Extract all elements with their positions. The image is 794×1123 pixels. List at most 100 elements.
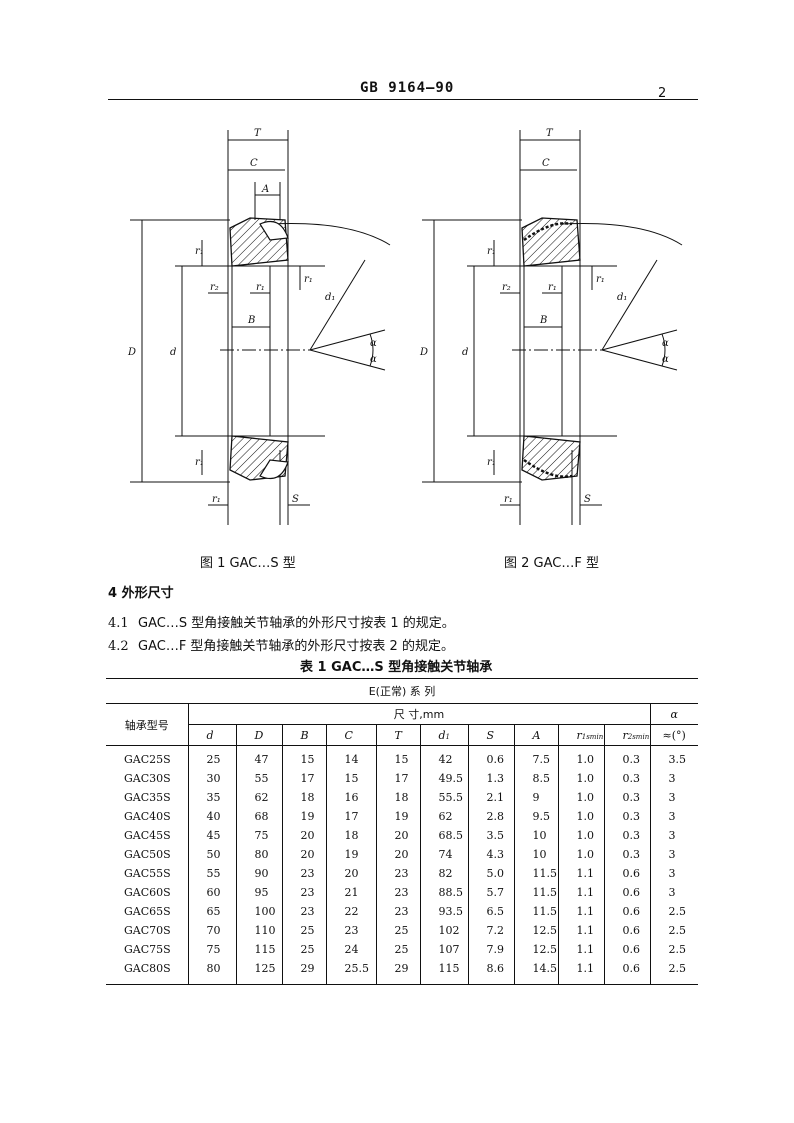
model-cell: GAC40S [106,807,189,826]
value-cell: 22 [326,902,377,921]
value-cell: 17 [376,769,421,788]
value-cell: 20 [326,864,377,883]
fig2-label-r1-top: r₁ [487,246,496,257]
fig1-label-S: S [292,494,299,505]
model-cell: GAC75S [106,940,189,959]
fig1-label-B: B [247,315,255,326]
value-cell: 1.1 [558,883,605,902]
fig1-label-r2: r₂ [210,282,219,293]
value-cell: 65 [188,902,237,921]
value-cell: 3 [668,829,676,842]
value-cell: 19 [282,807,327,826]
fig1-label-r1-right: r₁ [304,274,313,285]
value-cell: 1.3 [468,769,515,788]
value-cell: 7.2 [468,921,515,940]
value-cell: 11.5 [514,864,559,883]
value-cell: 11.5 [514,902,559,921]
value-cell: 1.0 [558,769,605,788]
figure-2-drawing: T C B D d r₁ r₂ r₁ r₁ d₁ α α r₁ r₁ S [419,128,683,525]
value-cell: 70 [188,921,237,940]
fig2-label-T: T [546,128,554,139]
value-cell: 0.3 [604,826,651,845]
value-cell: 18 [282,788,327,807]
fig1-label-alpha-1: α [370,338,377,349]
col-header-S: S [468,724,515,746]
value-cell: 21 [326,883,377,902]
model-cell: GAC45S [106,826,189,845]
value-cell: 12.5 [514,940,559,959]
value-cell: 75 [188,940,237,959]
value-cell: 15 [282,745,327,769]
header-rule [108,99,698,100]
model-cell: GAC55S [106,864,189,883]
value-cell: 9.5 [514,807,559,826]
col-header-T: T [376,724,421,746]
value-cell: 20 [376,845,421,864]
fig2-label-d1: d₁ [617,292,627,303]
value-cell: 18 [326,826,377,845]
dimension-table: E(正常) 系 列 轴承型号 尺 寸,mm α d D B C T d1 S A… [106,678,698,985]
alpha-unit-header: ≈(°) [650,724,698,746]
value-cell: 1.0 [558,845,605,864]
value-cell: 3 [668,791,676,804]
fig2-label-r1-base: r₁ [504,494,513,505]
value-cell: 7.9 [468,940,515,959]
model-cell: GAC30S [106,769,189,788]
value-cell: 0.3 [604,769,651,788]
fig1-label-r1-top: r₁ [195,246,204,257]
value-cell: 2.1 [468,788,515,807]
alpha-header: α [650,703,698,725]
value-cell: 1.0 [558,788,605,807]
value-cell: 10 [514,826,559,845]
value-cell: 17 [326,807,377,826]
col-header-d1: d1 [420,724,469,746]
value-cell: 25 [376,940,421,959]
value-cell: 2.5 [668,943,687,956]
value-cell: 25 [376,921,421,940]
paragraph-text: GAC…S 型角接触关节轴承的外形尺寸按表 1 的规定。 [138,616,455,631]
value-cell: 82 [420,864,469,883]
value-cell: 29 [376,959,421,985]
value-cell: 47 [236,745,283,769]
fig1-label-r1-bottom: r₁ [195,457,204,468]
table-title: 表 1 GAC…S 型角接触关节轴承 [300,660,493,675]
value-cell: 23 [376,883,421,902]
value-cell: 35 [188,788,237,807]
section-heading: 4 外形尺寸 [108,586,174,601]
value-cell: 19 [376,807,421,826]
value-cell: 0.6 [604,864,651,883]
value-cell: 125 [236,959,283,985]
value-cell: 0.6 [468,745,515,769]
fig2-label-r1-mid: r₁ [548,282,557,293]
col-header-A: A [514,724,559,746]
value-cell: 0.6 [604,959,651,985]
value-cell: 95 [236,883,283,902]
value-cell: 2.5 [668,905,687,918]
model-cell: GAC50S [106,845,189,864]
fig1-label-r1-mid: r₁ [256,282,265,293]
series-header: E(正常) 系 列 [106,678,698,704]
value-cell: 115 [420,959,469,985]
value-cell: 80 [188,959,237,985]
value-cell: 2.5 [668,924,687,937]
value-cell: 3 [668,772,676,785]
fig1-label-D: D [127,347,136,358]
fig1-label-T: T [254,128,262,139]
value-cell: 3.5 [468,826,515,845]
value-cell: 62 [420,807,469,826]
col-header-D: D [236,724,283,746]
figure-1-caption: 图 1 GAC…S 型 [200,556,296,571]
model-cell: GAC65S [106,902,189,921]
value-cell: 23 [282,902,327,921]
value-cell: 102 [420,921,469,940]
value-cell: 3.5 [668,753,687,766]
fig2-label-r1-bottom: r₁ [487,457,496,468]
value-cell: 12.5 [514,921,559,940]
